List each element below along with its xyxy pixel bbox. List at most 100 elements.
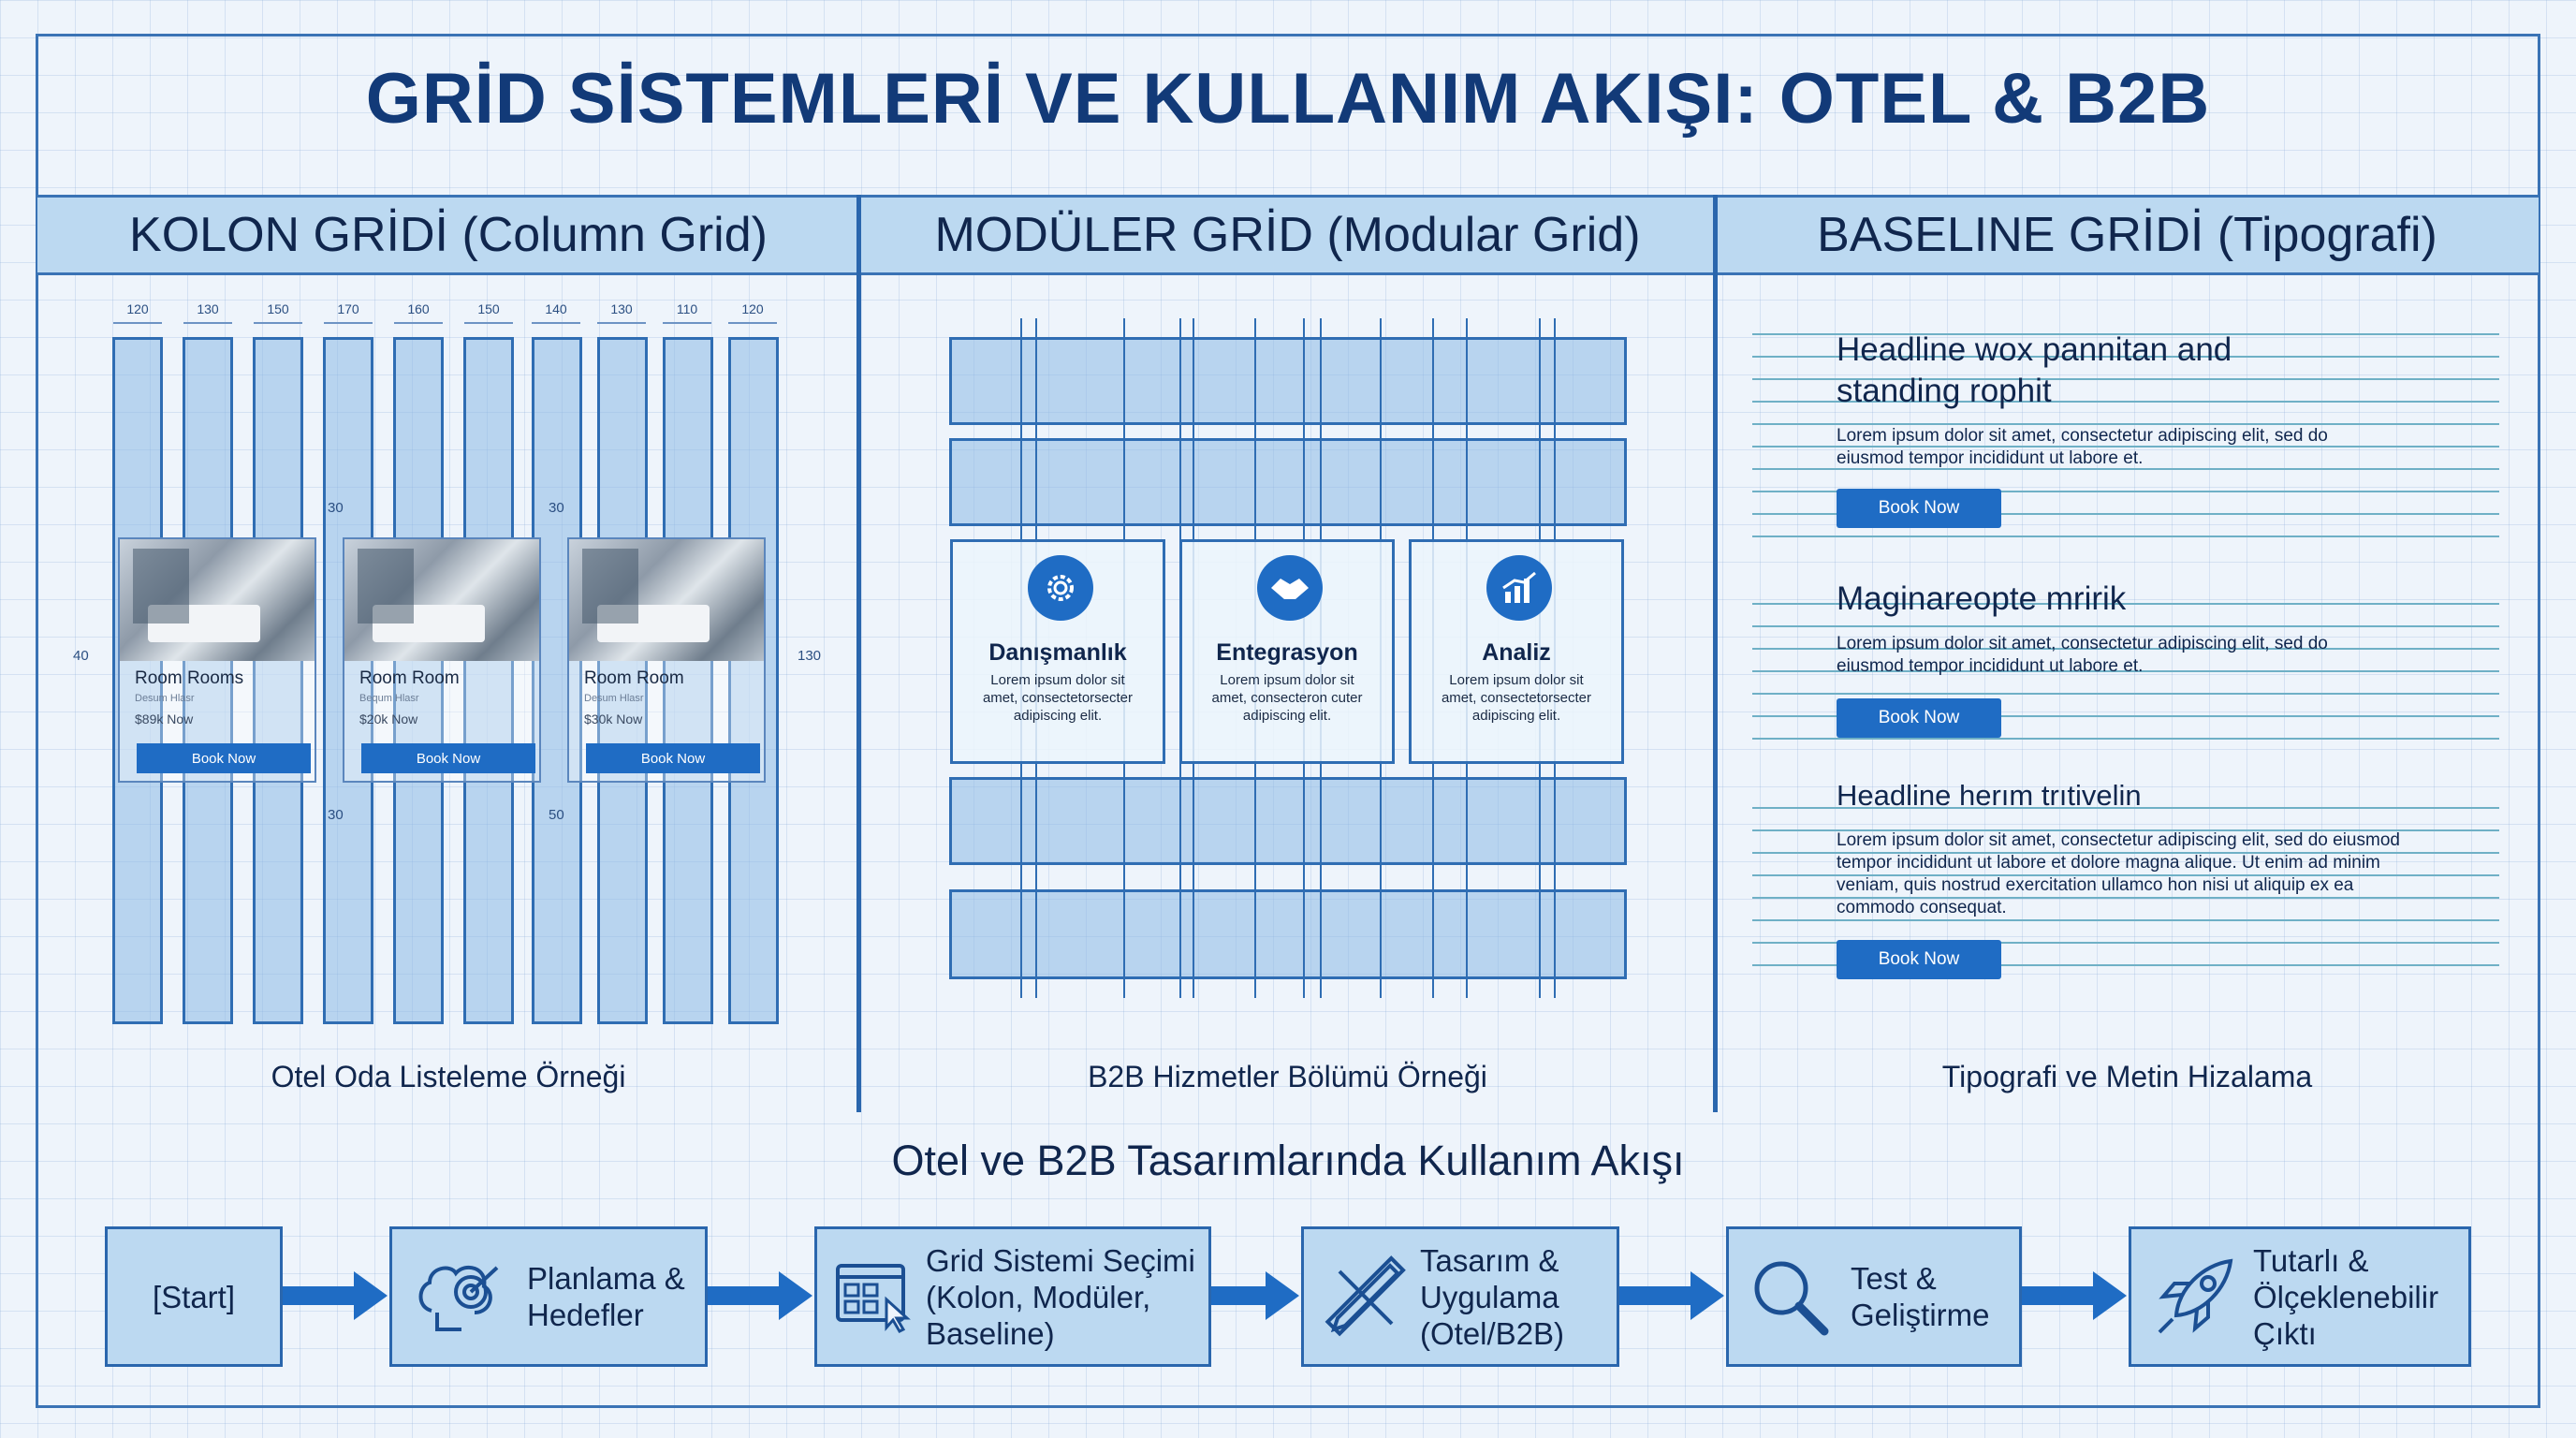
baseline <box>1752 738 2499 740</box>
room-subtitle: Desum Hlasr <box>584 693 644 704</box>
body-text: Lorem ipsum dolor sit amet, consectetur … <box>1837 830 2400 917</box>
service-text: Lorem ipsum dolor sit amet, consectetors… <box>1441 672 1592 724</box>
service-module[interactable]: Danışmanlık Lorem ipsum dolor sit amet, … <box>950 539 1165 764</box>
grid-column <box>253 337 303 1024</box>
panel-caption: Tipografi ve Metin Hizalama <box>1941 1060 2313 1093</box>
baseline <box>1752 356 2499 358</box>
room-name: Room Room <box>584 668 684 688</box>
flow-step-label: Tasarım & Uygulama (Otel/B2B) <box>1420 1242 1565 1351</box>
baseline <box>1752 874 2499 876</box>
room-card[interactable]: Room Room Desum Hlasr $30k Now Book Now <box>567 537 766 783</box>
flow-step-output: Tutarlı & Ölçeklenebilir Çıktı <box>2129 1226 2471 1367</box>
service-title: Danışmanlık <box>988 639 1127 666</box>
column-width-label: 150 <box>461 301 517 324</box>
gutter-dimension: 30 <box>549 500 564 516</box>
baseline <box>1752 648 2499 650</box>
brain-target-icon <box>418 1265 499 1331</box>
flow-step-planning: Planlama & Hedefler <box>389 1226 708 1367</box>
grid-column <box>463 337 514 1024</box>
book-now-button[interactable]: Book Now <box>1837 489 2001 528</box>
flow-step-label: Test & Geliştirme <box>1851 1261 1990 1332</box>
baseline <box>1752 446 2499 448</box>
arrow-right-icon <box>283 1271 388 1320</box>
baseline <box>1752 897 2499 899</box>
book-now-button[interactable]: Book Now <box>361 743 535 773</box>
column-width-label: 130 <box>593 301 650 324</box>
column-width-label: 170 <box>320 301 376 324</box>
baseline <box>1752 468 2499 470</box>
room-card[interactable]: Room Room Bequm Hlasr $20k Now Book Now <box>343 537 541 783</box>
service-module[interactable]: Analiz Lorem ipsum dolor sit amet, conse… <box>1409 539 1624 764</box>
baseline <box>1752 829 2499 831</box>
gear-icon <box>1028 555 1093 621</box>
book-now-button[interactable]: Book Now <box>1837 940 2001 979</box>
baseline <box>1752 491 2499 492</box>
book-now-button[interactable]: Book Now <box>1837 698 2001 738</box>
body-text: Lorem ipsum dolor sit amet, consectetur … <box>1837 426 2328 468</box>
rocket-icon <box>2158 1258 2233 1334</box>
flow-step-test: Test & Geliştirme <box>1726 1226 2022 1367</box>
column-width-label: 160 <box>390 301 446 324</box>
baseline <box>1752 423 2499 425</box>
flow-step-label: Grid Sistemi Seçimi (Kolon, Modüler, Bas… <box>926 1242 1195 1351</box>
room-price: $89k Now <box>135 712 194 726</box>
arrow-right-icon <box>2022 1271 2127 1320</box>
margin-dimension: 40 <box>73 648 89 664</box>
flow-step-start: [Start] <box>105 1226 283 1367</box>
arrow-right-icon <box>1619 1271 1724 1320</box>
room-photo <box>344 539 539 661</box>
room-subtitle: Bequm Hlasr <box>359 693 419 704</box>
flow-title: Otel ve B2B Tasarımlarında Kullanım Akış… <box>891 1137 1685 1184</box>
service-title: Analiz <box>1482 639 1551 666</box>
service-text: Lorem ipsum dolor sit amet, consectetors… <box>982 672 1134 724</box>
grid-column <box>183 337 233 1024</box>
book-now-button[interactable]: Book Now <box>586 743 760 773</box>
panel-heading-baseline: BASELINE GRİDİ (Tipografi) <box>1716 195 2539 275</box>
panel-divider <box>856 195 861 1112</box>
baseline <box>1752 693 2499 695</box>
baseline <box>1752 513 2499 515</box>
room-photo <box>120 539 315 661</box>
room-name: Room Rooms <box>135 668 244 688</box>
baseline <box>1752 807 2499 809</box>
baseline <box>1752 603 2499 605</box>
flow-step-label: [Start] <box>152 1279 236 1314</box>
grid-column <box>663 337 713 1024</box>
arrow-right-icon <box>1211 1271 1299 1320</box>
baseline <box>1752 625 2499 627</box>
column-width-label: 150 <box>250 301 306 324</box>
column-width-label: 120 <box>724 301 781 324</box>
handshake-icon <box>1257 555 1323 621</box>
baseline <box>1752 919 2499 921</box>
module-row <box>949 889 1627 979</box>
grid-column <box>728 337 779 1024</box>
page-title: GRİD SİSTEMLERİ VE KULLANIM AKIŞI: OTEL … <box>365 59 2211 139</box>
baseline <box>1752 715 2499 717</box>
arrow-right-icon <box>708 1271 812 1320</box>
headline: Maginareopte mririk <box>1837 580 2127 617</box>
room-price: $20k Now <box>359 712 418 726</box>
panel-caption: B2B Hizmetler Bölümü Örneği <box>1088 1060 1487 1093</box>
gutter-dimension: 50 <box>549 807 564 823</box>
magnifier-icon <box>1754 1261 1829 1336</box>
body-text: Lorem ipsum dolor sit amet, consectetur … <box>1837 634 2328 676</box>
baseline <box>1752 536 2499 537</box>
baseline <box>1752 670 2499 672</box>
service-module[interactable]: Entegrasyon Lorem ipsum dolor sit amet, … <box>1179 539 1395 764</box>
grid-column <box>393 337 444 1024</box>
service-text: Lorem ipsum dolor sit amet, consecteron … <box>1211 672 1363 724</box>
module-row <box>949 337 1627 425</box>
grid-column <box>597 337 648 1024</box>
baseline <box>1752 852 2499 854</box>
headline: Headline herım trıtivelin <box>1837 779 2142 812</box>
panel-divider <box>1713 195 1718 1112</box>
column-width-label: 140 <box>528 301 584 324</box>
room-card[interactable]: Room Rooms Desum Hlasr $89k Now Book Now <box>118 537 316 783</box>
outer-frame <box>36 34 2540 1408</box>
gutter-dimension: 30 <box>328 500 344 516</box>
flow-step-label: Planlama & Hedefler <box>527 1261 685 1332</box>
grid-column <box>323 337 373 1024</box>
book-now-button[interactable]: Book Now <box>137 743 311 773</box>
room-name: Room Room <box>359 668 460 688</box>
room-price: $30k Now <box>584 712 643 726</box>
